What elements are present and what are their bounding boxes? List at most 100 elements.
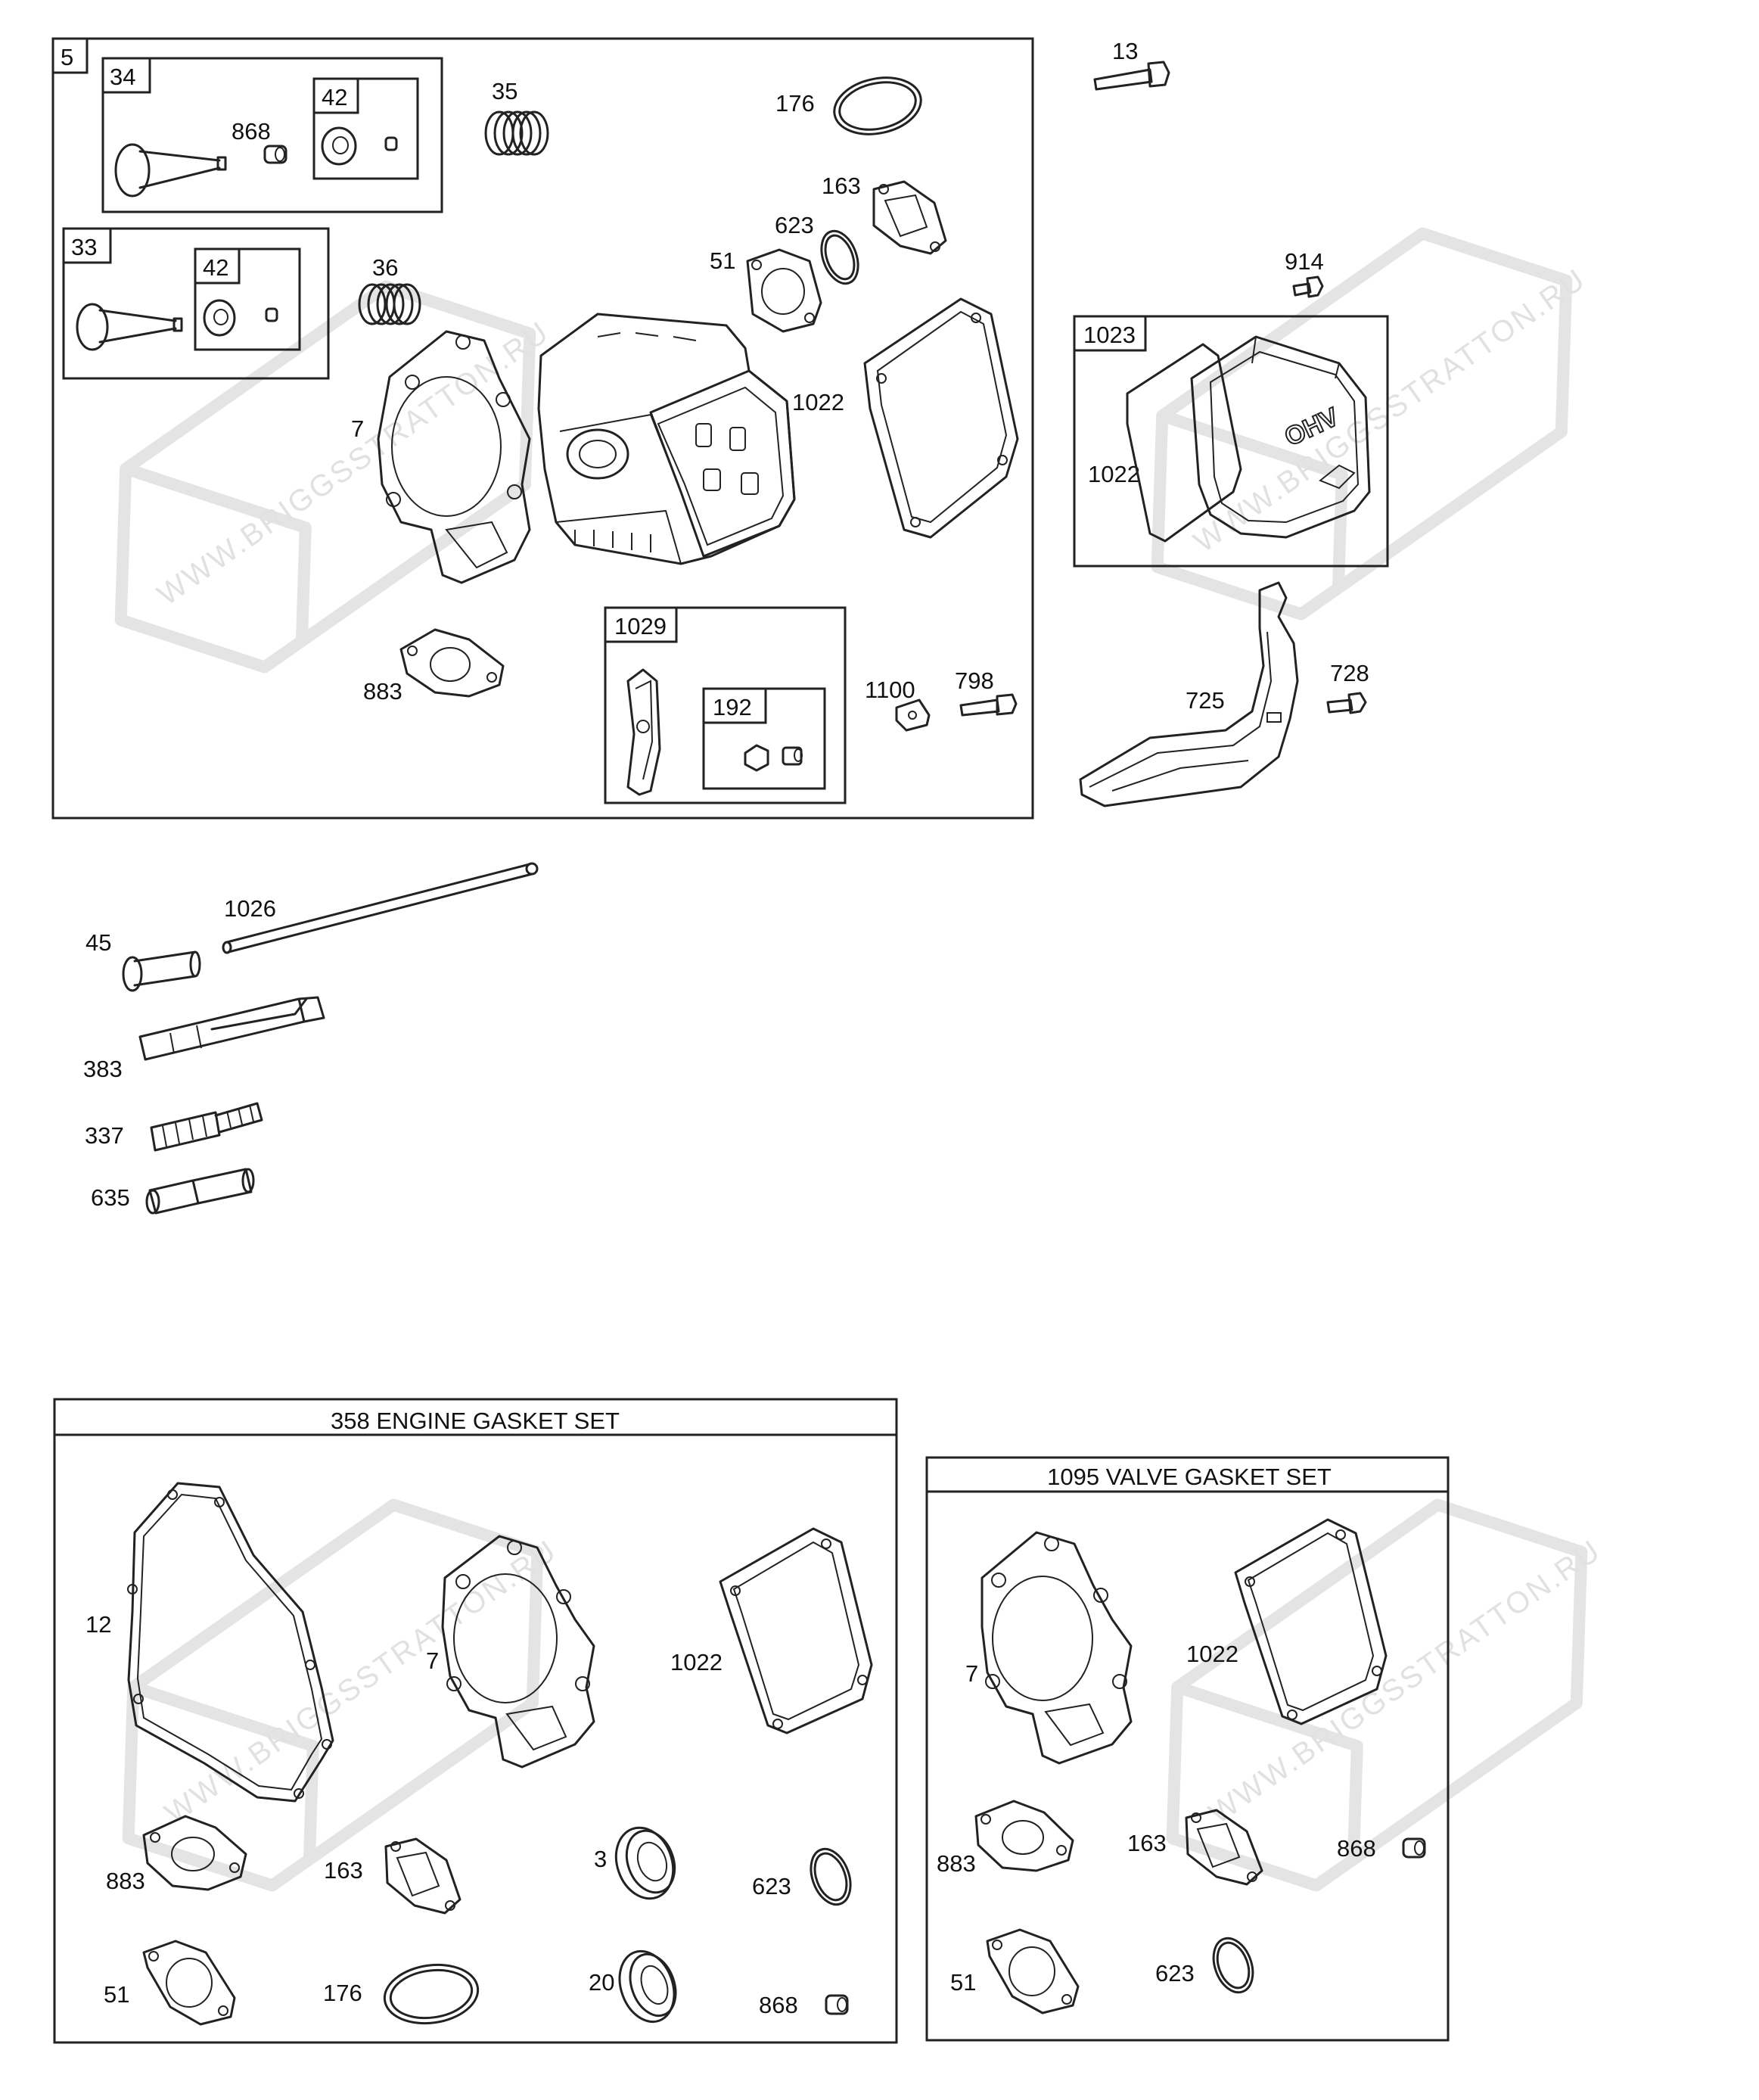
seal-ring-623-part[interactable] [815, 226, 865, 289]
label-35: 35 [492, 78, 517, 104]
spark-plug-337-part[interactable] [150, 1102, 263, 1152]
box-tag-34 [101, 57, 151, 94]
label-728: 728 [1330, 660, 1369, 686]
tube-383-part[interactable] [138, 996, 325, 1061]
valve-cover-assembly-box [1073, 315, 1389, 568]
egs-gasket-163-part[interactable] [384, 1837, 462, 1915]
engine-gasket-set-box [53, 1398, 898, 2044]
cap-635-part[interactable] [145, 1168, 255, 1215]
exhaust-valve-box [62, 227, 330, 380]
egs-label-623: 623 [752, 1873, 791, 1899]
vgs-gasket-883-part[interactable] [974, 1800, 1074, 1872]
egs-retainer-868-part[interactable] [825, 1994, 849, 2015]
watermark: WWW.BRIGGSSTRATTON.RU WWW.BRIGGSSTRATTON… [114, 227, 1608, 1892]
box-tag-33 [62, 227, 112, 264]
egs-label-883: 883 [106, 1868, 145, 1894]
tag-5: 5 [61, 44, 73, 70]
tag-1029: 1029 [614, 613, 667, 639]
tag-42b: 42 [203, 254, 228, 281]
breather-shield-725-part[interactable] [1079, 581, 1299, 807]
label-36: 36 [372, 254, 398, 281]
rocker-nut-part[interactable] [744, 744, 803, 772]
intake-valve-part[interactable] [114, 143, 227, 198]
vgs-label-1022: 1022 [1186, 1641, 1238, 1667]
egs-label-163: 163 [324, 1857, 363, 1884]
label-914: 914 [1285, 248, 1324, 275]
rocker-assembly-box [604, 606, 847, 804]
tag-42a: 42 [322, 84, 347, 110]
cylinder-head-part[interactable] [537, 313, 796, 565]
retainer-868-part[interactable] [263, 145, 287, 164]
valve-spring-35-part[interactable] [484, 110, 549, 156]
head-gasket-7-part[interactable] [377, 330, 531, 584]
oil-seal-3-part[interactable] [607, 1820, 683, 1907]
egs-seal-ring-623-part[interactable] [803, 1843, 857, 1910]
guide-plate-1100-part[interactable] [895, 698, 931, 732]
egs-o-ring-176-part[interactable] [381, 1959, 481, 2030]
oil-seal-20-part[interactable] [611, 1943, 684, 2029]
egs-head-gasket-7-part[interactable] [441, 1535, 595, 1769]
head-bolt-13-part[interactable] [1093, 61, 1170, 91]
screw-728-part[interactable] [1326, 692, 1367, 714]
vgs-retainer-868-part[interactable] [1402, 1837, 1426, 1859]
exhaust-valve-part[interactable] [76, 303, 183, 351]
valve-spring-cap-part[interactable] [321, 126, 398, 166]
label-45: 45 [85, 929, 111, 956]
tag-1023: 1023 [1083, 322, 1136, 348]
vgs-label-163: 163 [1127, 1830, 1167, 1856]
egs-gasket-51-part[interactable] [142, 1940, 236, 2026]
box-tag-42a [312, 77, 359, 114]
push-rod-1026-part[interactable] [222, 862, 539, 954]
egs-label-20: 20 [589, 1969, 614, 1996]
box-tag-192 [702, 687, 767, 724]
vgs-gasket-163-part[interactable] [1185, 1809, 1263, 1886]
watermark-text: WWW.BRIGGSSTRATTON.RU [159, 1533, 563, 1831]
crankcase-gasket-12-part[interactable] [127, 1482, 334, 1803]
egs-label-176: 176 [323, 1980, 362, 2006]
vgs-cover-gasket-1022-part[interactable] [1234, 1518, 1388, 1725]
tag-192: 192 [713, 694, 752, 720]
gasket-883-part[interactable] [399, 628, 505, 698]
egs-label-12: 12 [85, 1611, 111, 1638]
vgs-head-gasket-7-part[interactable] [981, 1531, 1133, 1765]
tag-33: 33 [71, 234, 97, 260]
vgs-seal-ring-623-part[interactable] [1207, 1933, 1260, 1998]
label-725: 725 [1186, 687, 1225, 714]
valve-spring-36-part[interactable] [358, 283, 421, 325]
egs-cover-gasket-1022-part[interactable] [719, 1527, 873, 1734]
label-1026: 1026 [224, 895, 276, 922]
label-623: 623 [775, 212, 814, 238]
keeper-box-a [312, 77, 419, 180]
label-337: 337 [85, 1122, 124, 1149]
tappet-45-part[interactable] [122, 950, 201, 992]
vgs-label-883: 883 [937, 1850, 976, 1877]
valve-keeper-part[interactable] [203, 299, 278, 337]
valve-cover-gasket-1022-part[interactable] [863, 297, 1019, 539]
vgs-gasket-51-part[interactable] [986, 1928, 1080, 2014]
label-868: 868 [232, 118, 271, 145]
egs-gasket-883-part[interactable] [142, 1815, 247, 1891]
box-tag-42b [194, 247, 241, 285]
label-7: 7 [351, 415, 364, 442]
screw-914-part[interactable] [1292, 275, 1324, 298]
valve-gasket-set-box [925, 1456, 1450, 2042]
watermark-text: WWW.BRIGGSSTRATTON.RU [1188, 262, 1592, 559]
label-1100: 1100 [865, 677, 915, 703]
tag-34: 34 [110, 64, 135, 90]
egs-label-51: 51 [104, 1981, 129, 2008]
egs-label-868: 868 [759, 1992, 798, 2018]
gasket-163-part[interactable] [872, 180, 947, 255]
o-ring-176-part[interactable] [829, 70, 926, 142]
label-176: 176 [775, 90, 815, 117]
watermark-text: WWW.BRIGGSSTRATTON.RU [1203, 1533, 1607, 1831]
label-1022: 1022 [792, 389, 844, 415]
label-798: 798 [955, 667, 994, 694]
valve-gasket-set-title: 1095 VALVE GASKET SET [1047, 1464, 1332, 1490]
rocker-arm-part[interactable] [626, 668, 661, 796]
box-tag-1023 [1073, 315, 1147, 352]
vgs-label-7: 7 [965, 1660, 978, 1687]
gasket-51-part[interactable] [746, 248, 822, 333]
vgs-label-51: 51 [950, 1969, 976, 1996]
rocker-stud-798-part[interactable] [959, 693, 1018, 717]
